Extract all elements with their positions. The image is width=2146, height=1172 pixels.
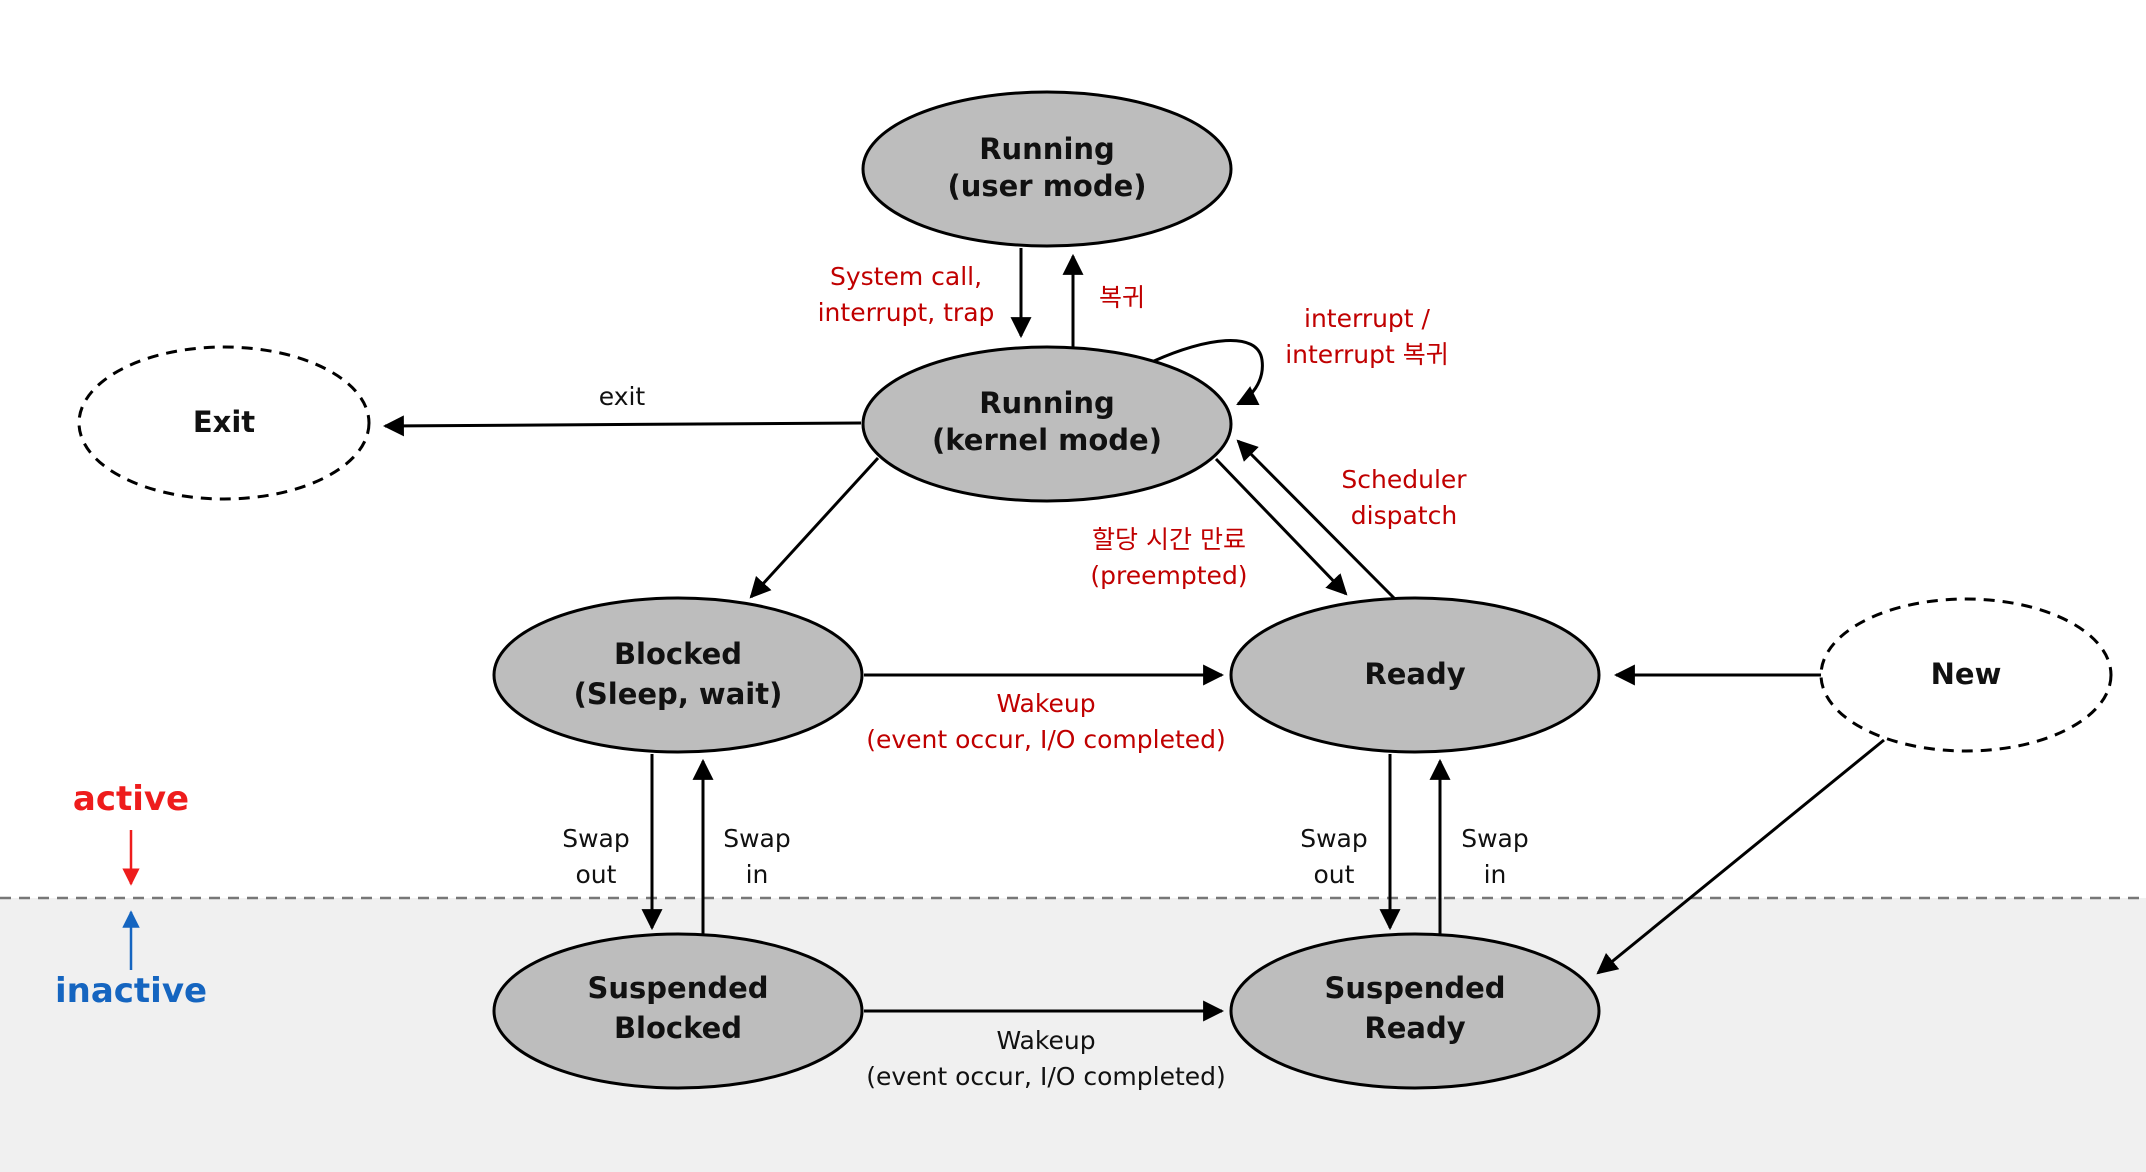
- label-preempted-line2: (preempted): [1090, 561, 1247, 590]
- edge-kernel-to-blocked: [749, 456, 880, 599]
- edge-new-to-suspended-ready: [1596, 738, 1885, 975]
- label-swap-in-right-line1: Swap: [1461, 824, 1529, 853]
- node-running-user-line2: (user mode): [947, 169, 1146, 203]
- label-syscall-line1: System call,: [830, 262, 982, 291]
- node-blocked: Blocked (Sleep, wait): [492, 596, 864, 754]
- label-swap-in-left-line2: in: [746, 860, 769, 889]
- node-running-kernel: Running (kernel mode): [861, 345, 1233, 503]
- node-ready-label: Ready: [1364, 657, 1465, 691]
- edge-scheduler-dispatch: [1236, 439, 1396, 600]
- label-preempted-line1: 할당 시간 만료: [1092, 525, 1246, 554]
- label-wakeup-active-line2: (event occur, I/O completed): [866, 725, 1226, 754]
- node-suspended-ready: Suspended Ready: [1229, 932, 1601, 1090]
- label-scheduler-line1: Scheduler: [1341, 465, 1467, 494]
- edge-preempted: [1214, 457, 1348, 596]
- label-swap-in-left-line1: Swap: [723, 824, 791, 853]
- node-new-label: New: [1931, 657, 2002, 691]
- edge-exit: [382, 415, 862, 437]
- label-exit: exit: [599, 382, 646, 411]
- node-running-kernel-line1: Running: [979, 386, 1115, 420]
- node-blocked-line1: Blocked: [614, 637, 742, 671]
- node-exit-label: Exit: [193, 405, 255, 439]
- node-new: New: [1819, 597, 2113, 753]
- node-running-kernel-line2: (kernel mode): [932, 423, 1162, 457]
- label-swap-in-right-line2: in: [1484, 860, 1507, 889]
- label-interrupt-line2: interrupt 복귀: [1285, 340, 1449, 369]
- label-interrupt-line1: interrupt /: [1304, 304, 1431, 333]
- node-suspended-ready-line2: Ready: [1364, 1011, 1465, 1045]
- label-swap-out-right-line2: out: [1314, 860, 1355, 889]
- node-suspended-blocked: Suspended Blocked: [492, 932, 864, 1090]
- node-suspended-ready-line1: Suspended: [1324, 971, 1505, 1005]
- node-exit: Exit: [77, 345, 371, 501]
- node-running-user: Running (user mode): [861, 90, 1233, 248]
- label-scheduler-line2: dispatch: [1351, 501, 1457, 530]
- label-wakeup-inactive-line2: (event occur, I/O completed): [866, 1062, 1226, 1091]
- label-syscall-line2: interrupt, trap: [818, 298, 995, 327]
- node-blocked-line2: (Sleep, wait): [574, 677, 783, 711]
- active-zone-label: active: [73, 779, 189, 819]
- inactive-zone-background: [0, 898, 2146, 1172]
- node-ready: Ready: [1229, 596, 1601, 754]
- inactive-zone-label: inactive: [55, 971, 207, 1011]
- node-suspended-blocked-line2: Blocked: [614, 1011, 742, 1045]
- node-suspended-blocked-line1: Suspended: [587, 971, 768, 1005]
- label-swap-out-left-line1: Swap: [562, 824, 630, 853]
- label-return: 복귀: [1099, 283, 1145, 312]
- label-wakeup-active-line1: Wakeup: [996, 689, 1095, 718]
- label-wakeup-inactive-line1: Wakeup: [996, 1026, 1095, 1055]
- node-running-user-line1: Running: [979, 132, 1115, 166]
- label-swap-out-right-line1: Swap: [1300, 824, 1368, 853]
- edge-interrupt-loop: [1153, 339, 1264, 406]
- label-swap-out-left-line2: out: [576, 860, 617, 889]
